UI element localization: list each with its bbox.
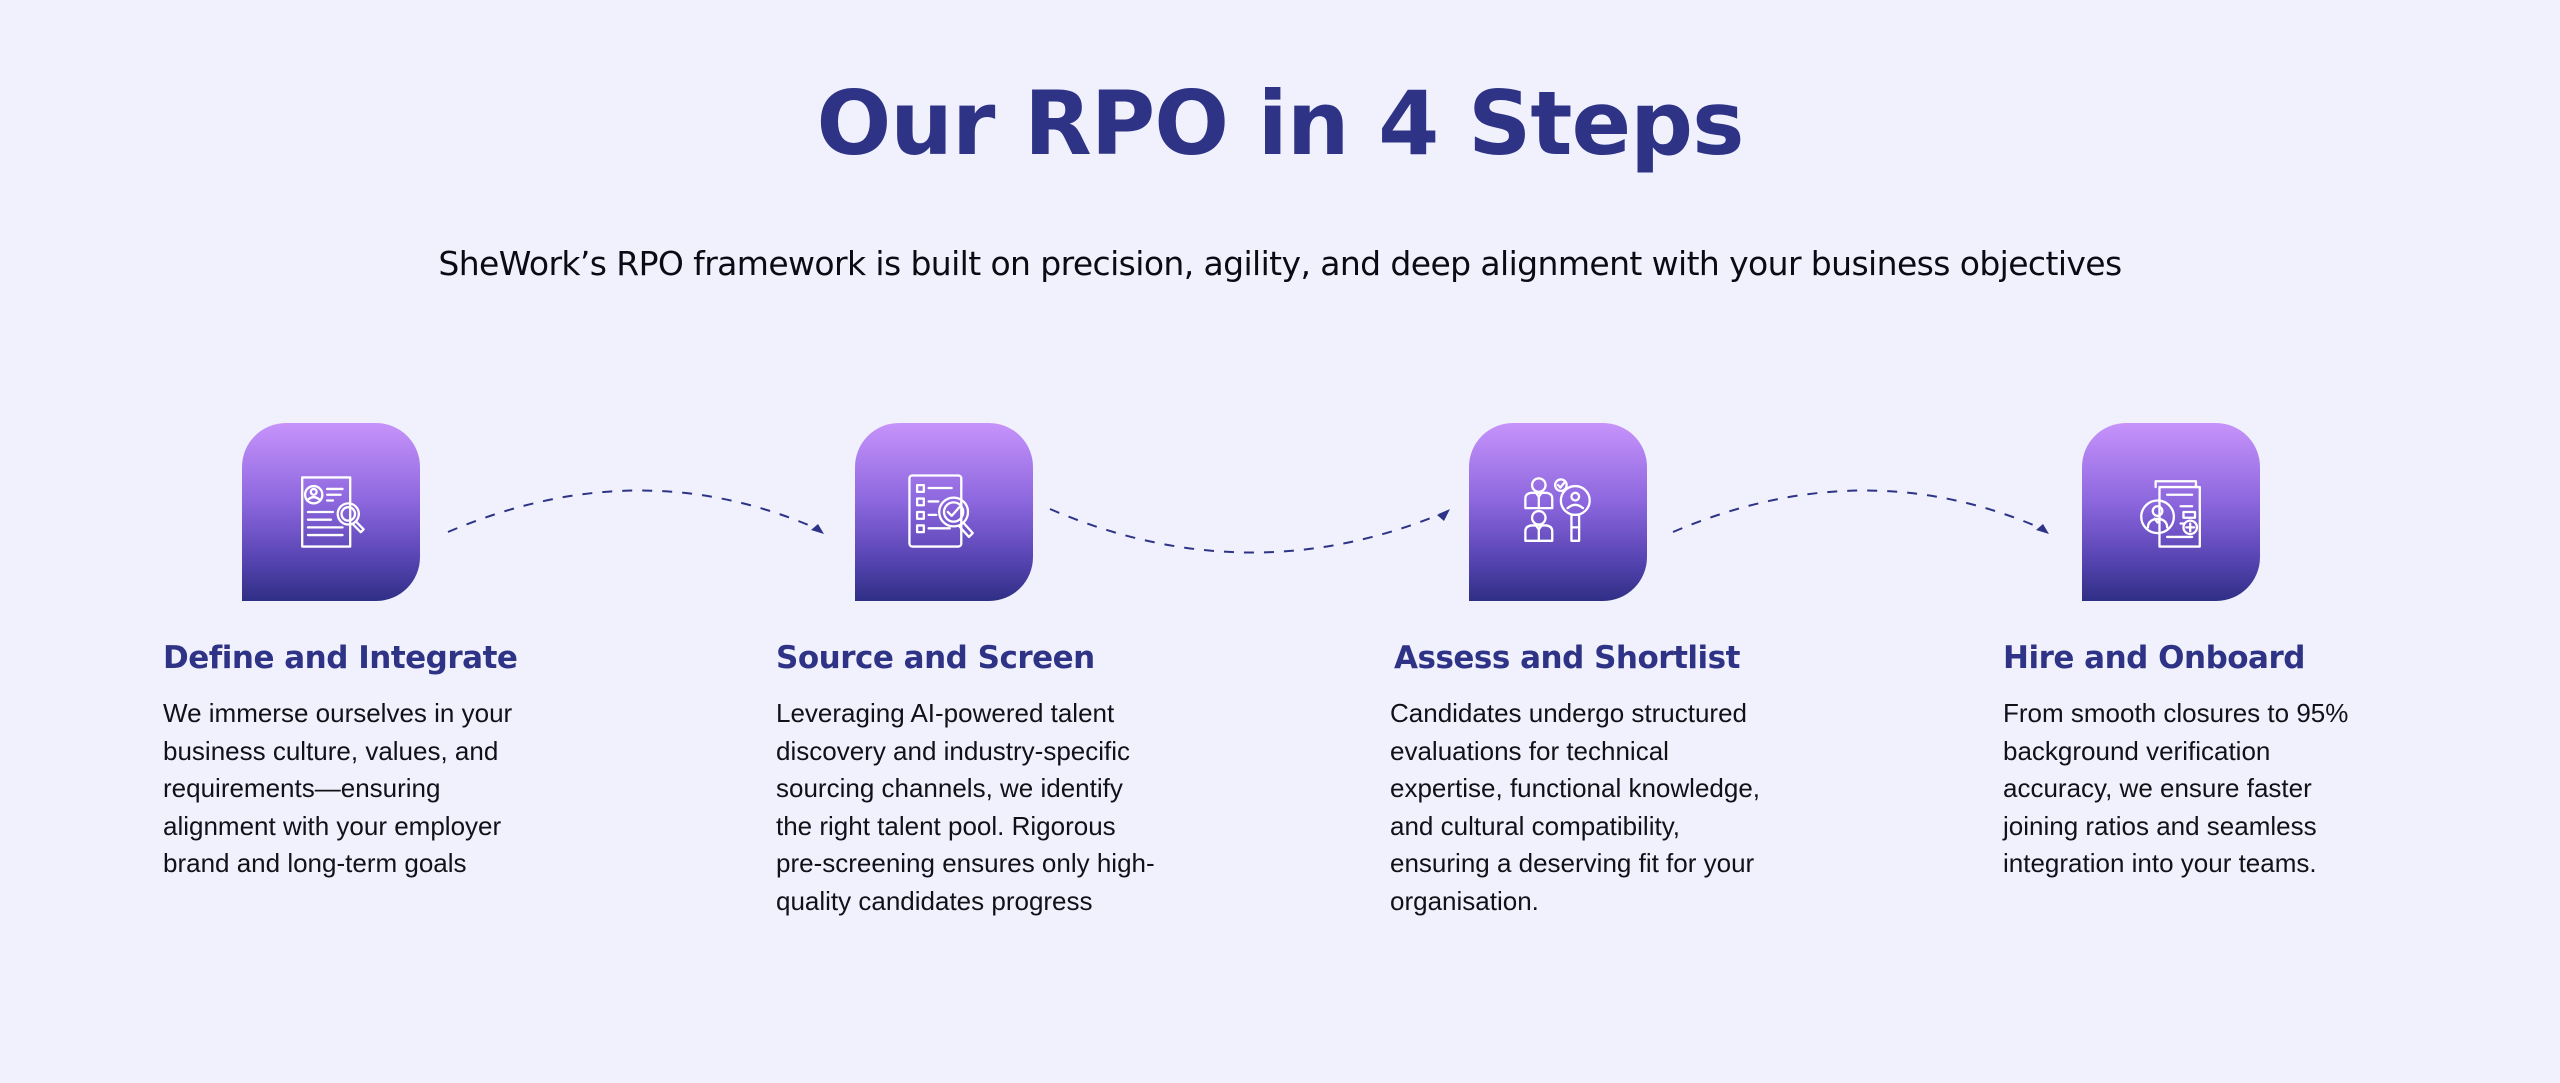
description-line: background verification [2003, 735, 2271, 766]
step-description: We immerse ourselves in your business cu… [163, 695, 583, 883]
resume-search-icon [301, 476, 365, 548]
step-icon-tile [242, 423, 420, 601]
step-title: Assess and Shortlist [1394, 640, 1740, 676]
description-line: expertise, functional knowledge, [1390, 773, 1761, 803]
description-line: accuracy, we ensure faster [2003, 773, 2312, 803]
description-line: pre-screening ensures only high- [776, 848, 1155, 878]
description-line: requirements—ensuring [163, 773, 441, 803]
step-icon-tile [2082, 423, 2260, 601]
description-line: We immerse ourselves in your [163, 698, 513, 728]
description-line: organisation. [1390, 885, 1539, 916]
description-line: discovery and industry-specific [776, 735, 1131, 766]
step-description: Leveraging AI-powered talent discovery a… [776, 695, 1196, 920]
description-line: Leveraging AI-powered talent [776, 698, 1115, 728]
step-title: Source and Screen [776, 640, 1095, 676]
step-description: Candidates undergo structured evaluation… [1390, 695, 1810, 920]
step-description: From smooth closures to 95% background v… [2003, 695, 2423, 883]
step-title: Define and Integrate [163, 640, 518, 676]
checklist-search-icon [908, 474, 974, 548]
step-title: Hire and Onboard [2003, 640, 2305, 676]
description-line: evaluations for technical [1390, 735, 1669, 766]
description-line: sourcing channels, we identify [776, 773, 1123, 803]
connector-arrow-2-3 [1049, 508, 1450, 554]
connector-arrow-3-4 [1672, 489, 2049, 534]
description-line: From smooth closures to 95% [2003, 698, 2349, 728]
description-line: brand and long-term goals [163, 848, 467, 878]
description-line: ensuring a deserving fit for your [1390, 848, 1755, 878]
description-line: joining ratios and seamless [2003, 810, 2317, 841]
description-line: business culture, values, and [163, 735, 499, 766]
description-line: integration into your teams. [2003, 848, 2317, 878]
page-title: Our RPO in 4 Steps [816, 72, 1744, 175]
step-icon-tile [1469, 423, 1647, 601]
onboard-profile-icon [2140, 480, 2201, 548]
connector-arrow-1-2 [447, 489, 824, 534]
description-line: the right talent pool. Rigorous [776, 810, 1116, 841]
candidate-assessment-icon [1524, 477, 1591, 542]
page-subtitle: SheWork’s RPO framework is built on prec… [438, 244, 2122, 283]
description-line: alignment with your employer [163, 810, 502, 841]
description-line: Candidates undergo structured [1390, 698, 1748, 728]
step-icon-tile [855, 423, 1033, 601]
description-line: and cultural compatibility, [1390, 810, 1680, 841]
description-line: quality candidates progress [776, 885, 1093, 916]
